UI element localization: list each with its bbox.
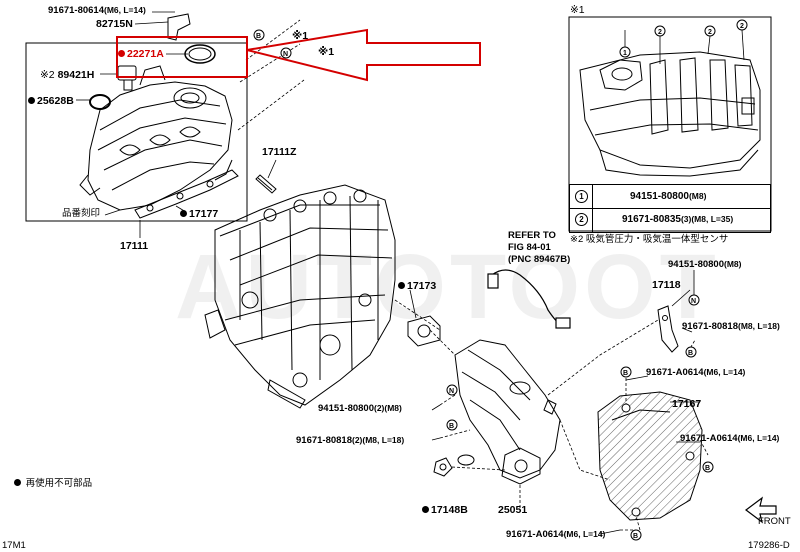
legend-num-1: 1 — [575, 190, 588, 203]
label-17118[interactable]: 17118 — [652, 279, 681, 291]
gasket-25628b — [89, 94, 111, 110]
label-82715n[interactable]: 82715N — [96, 18, 133, 30]
stud-17111z — [255, 174, 277, 194]
gasket-17173 — [407, 289, 441, 347]
label-bolt-n-right[interactable]: 94151-80800(M8) — [668, 259, 742, 270]
svg-text:B: B — [256, 33, 261, 40]
bracket-82715n — [167, 13, 191, 41]
leader-lines-exhaust — [394, 299, 709, 531]
nonreusable-dot — [398, 282, 405, 289]
bracket-17118 — [657, 305, 679, 353]
engine-block-drawing — [204, 184, 396, 409]
note-2: ※2 吸気管圧力・吸気温一体型センサ — [570, 234, 729, 245]
note-mark-1a: ※1 — [292, 30, 309, 42]
svg-text:N: N — [449, 388, 454, 395]
label-89421h[interactable]: ※2 89421H — [40, 69, 95, 81]
inset-title: ※1 — [570, 4, 585, 16]
legend-row-2[interactable]: 91671-80835(3)(M8, L=35) — [622, 214, 734, 225]
code-left: 17M1 — [2, 540, 26, 551]
bolt-markers: B N N B N B B B B 1 2 2 2 — [253, 19, 748, 541]
nonreusable-dot — [422, 506, 429, 513]
svg-text:2: 2 — [658, 29, 662, 36]
svg-text:N: N — [283, 51, 288, 58]
highlight-box-22271a — [116, 36, 248, 78]
svg-text:2: 2 — [708, 29, 712, 36]
svg-text:1: 1 — [623, 50, 627, 57]
label-17177[interactable]: 17177 — [180, 208, 218, 220]
watermark: AUTOTOOT — [175, 236, 720, 338]
nonreusable-dot — [14, 479, 21, 486]
svg-text:B: B — [623, 370, 628, 377]
front-label: FRONT — [758, 516, 791, 527]
heat-insulator-17167 — [597, 391, 703, 521]
label-25051[interactable]: 25051 — [498, 504, 528, 516]
label-bolt-bottom[interactable]: 91671-A0614(M6, L=14) — [506, 529, 606, 540]
inset-frame — [568, 16, 772, 232]
nonreusable-dot — [28, 97, 35, 104]
label-bolt-a-right1[interactable]: 91671-A0614(M6, L=14) — [646, 367, 746, 378]
leader-lines-manifold — [76, 11, 305, 238]
svg-text:B: B — [633, 533, 638, 540]
legend-num-2: 2 — [575, 213, 588, 226]
label-stamp: 品番刻印 — [62, 208, 101, 219]
label-22271a[interactable]: 22271A — [118, 48, 164, 60]
svg-text:2: 2 — [740, 23, 744, 30]
nonreusable-dot — [118, 50, 125, 57]
label-bolt-a-right2[interactable]: 91671-A0614(M6, L=14) — [680, 433, 780, 444]
svg-text:B: B — [688, 350, 693, 357]
label-25628b[interactable]: 25628B — [28, 95, 74, 107]
front-arrow — [745, 496, 777, 524]
refer-line-1: REFER TO — [508, 230, 556, 241]
inset-drawing — [579, 51, 761, 177]
manifold-gasket-17177 — [134, 169, 239, 219]
code-right: 179286-D — [748, 540, 790, 551]
leader-lines-solid — [431, 270, 700, 535]
refer-line-2[interactable]: FIG 84-01 — [508, 242, 551, 253]
svg-text:B: B — [449, 423, 454, 430]
label-17111[interactable]: 17111 — [120, 240, 149, 252]
inset-legend-table: 1 94151-80800(M8) 2 91671-80835(3)(M8, L… — [569, 184, 771, 233]
label-17173[interactable]: 17173 — [398, 280, 436, 292]
label-bolt-n-left[interactable]: 94151-80800(2)(M8) — [318, 403, 402, 414]
nonreusable-legend: 再使用不可部品 — [14, 478, 92, 490]
gasket-bottom — [457, 454, 475, 466]
nonreusable-dot — [180, 210, 187, 217]
stud-17148b — [433, 457, 453, 477]
label-top-bolt[interactable]: 91671-80614(M6, L=14) — [48, 5, 146, 16]
svg-text:N: N — [691, 298, 696, 305]
oxygen-sensor — [487, 269, 571, 329]
label-17148b[interactable]: 17148B — [422, 504, 468, 516]
legend-row-1[interactable]: 94151-80800(M8) — [630, 191, 707, 202]
intake-manifold-frame — [25, 42, 248, 222]
refer-line-3[interactable]: (PNC 89467B) — [508, 254, 571, 265]
exhaust-manifold-25051 — [454, 339, 561, 485]
label-17111z[interactable]: 17111Z — [262, 146, 297, 158]
intake-manifold-drawing — [79, 65, 233, 211]
svg-text:B: B — [705, 465, 710, 472]
highlight-arrow — [246, 28, 481, 82]
label-17167[interactable]: 17167 — [672, 398, 702, 410]
note-mark-1b: ※1 — [318, 46, 335, 58]
label-bolt-b-right[interactable]: 91671-80818(M8, L=18) — [682, 321, 780, 332]
label-bolt-b-left[interactable]: 91671-80818(2)(M8, L=18) — [296, 435, 405, 446]
